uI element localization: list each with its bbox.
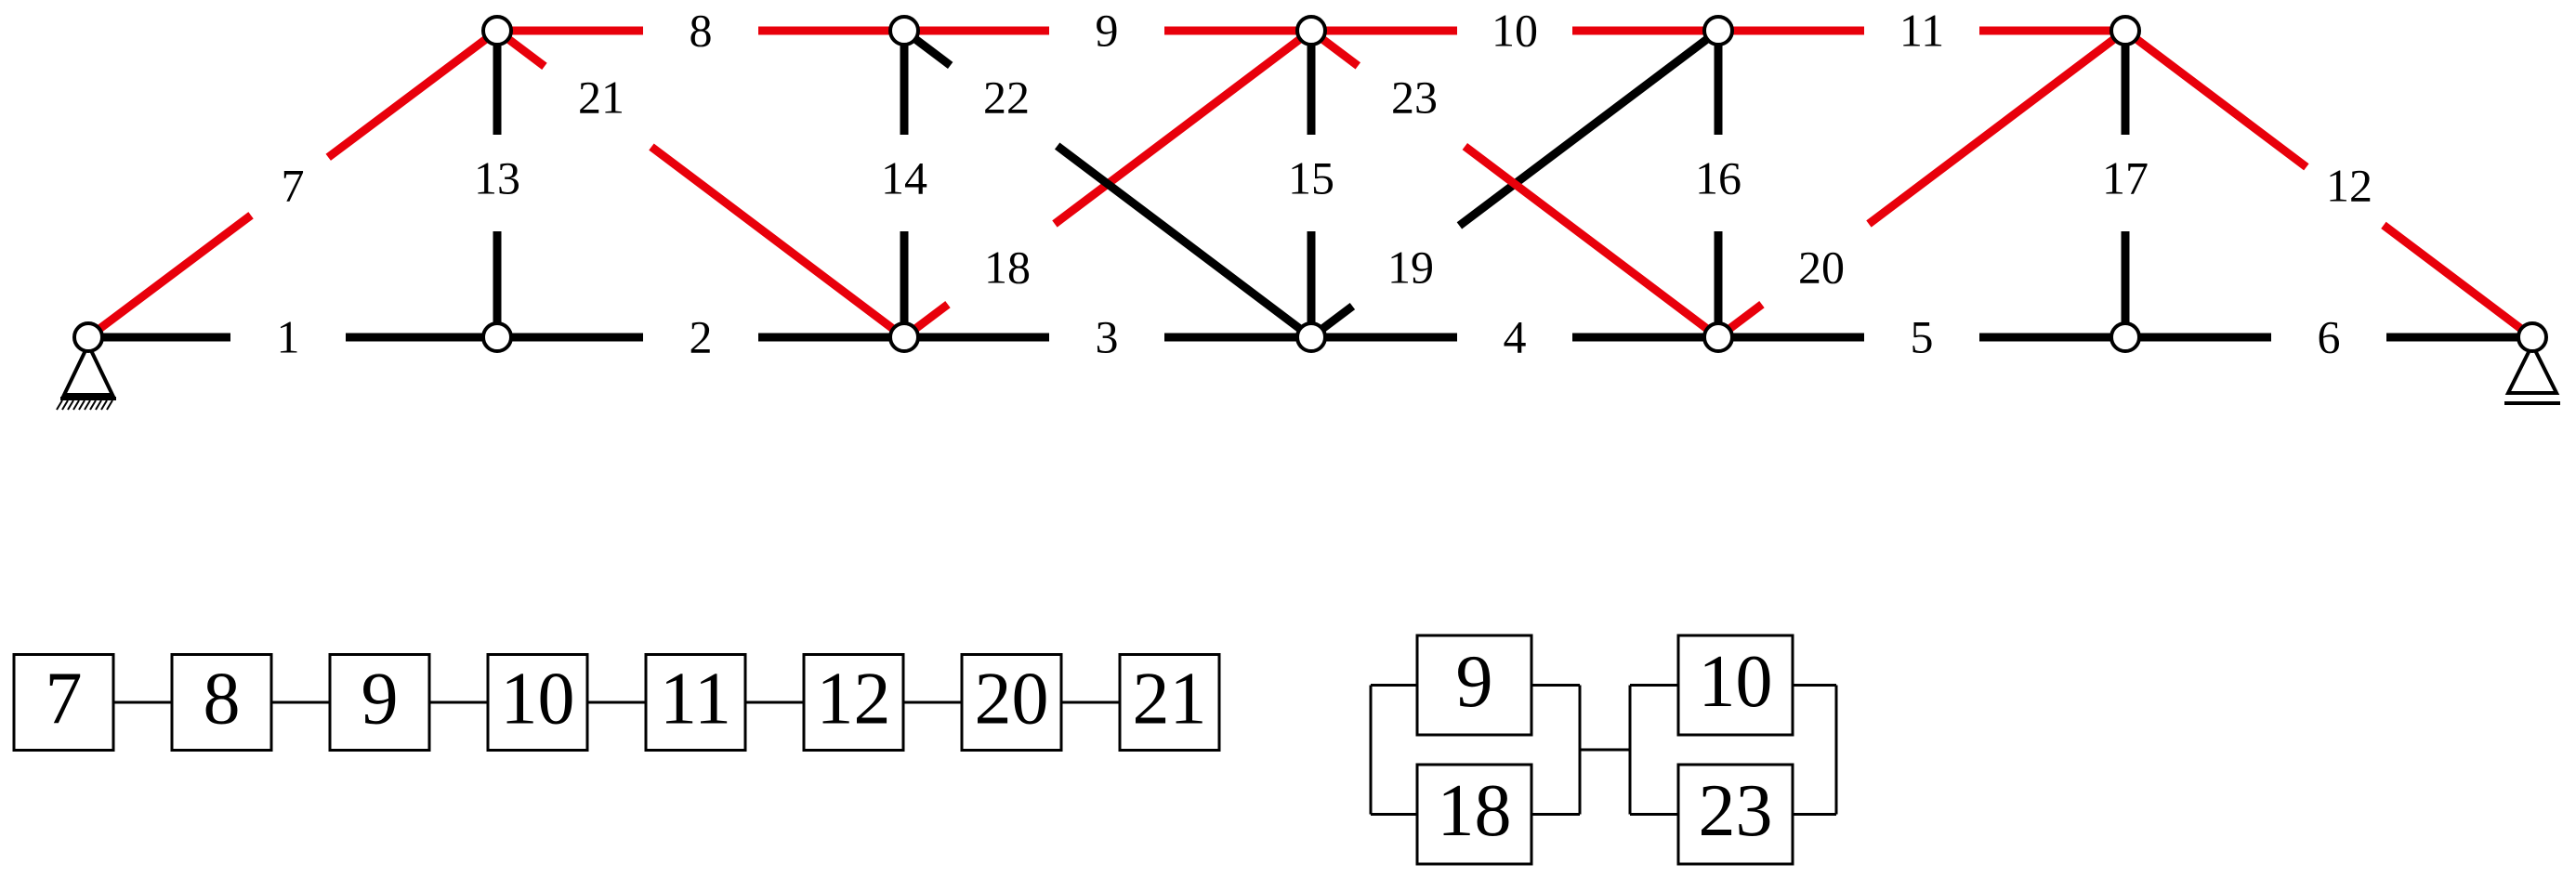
joint-node (1295, 321, 1327, 353)
member-18-segment (1052, 27, 1314, 228)
member-22-segment (1054, 142, 1314, 341)
series-block-7 (12, 653, 115, 752)
member-21-segment (649, 143, 907, 341)
member-label: 10 (1492, 4, 1538, 56)
series-block-10 (486, 653, 589, 752)
joint-node (2109, 15, 2141, 46)
member-label: 11 (1899, 4, 1944, 56)
series-block-label: 20 (975, 658, 1049, 740)
member-label: 7 (282, 159, 305, 211)
joint-node (481, 15, 513, 46)
joint-node (2517, 321, 2548, 353)
series-block-label: 21 (1133, 658, 1207, 740)
joint-node (888, 321, 920, 353)
member-label: 20 (1798, 241, 1845, 293)
parallel-block-label: 10 (1699, 641, 1773, 723)
member-label: 19 (1387, 241, 1434, 293)
series-block-9 (328, 653, 431, 752)
member-label: 8 (690, 4, 713, 56)
member-label: 21 (578, 71, 624, 123)
member-7-segment (85, 212, 254, 341)
member-label: 14 (881, 151, 927, 203)
member-label: 15 (1288, 151, 1334, 203)
series-block-label: 12 (817, 658, 891, 740)
series-block-label: 9 (361, 658, 399, 740)
member-label: 1 (277, 310, 300, 362)
member-label: 12 (2326, 159, 2372, 211)
ground-hatch (72, 399, 80, 411)
pinned-support-icon (60, 340, 116, 397)
member-label: 22 (983, 71, 1030, 123)
parallel-block-23 (1676, 763, 1794, 866)
member-label: 6 (2318, 310, 2341, 362)
member-12-segment (2381, 221, 2535, 341)
member-7-segment (325, 27, 500, 161)
parallel-block-9 (1415, 634, 1533, 737)
member-label: 16 (1695, 151, 1741, 203)
ground-hatch (89, 399, 97, 411)
joint-node (1295, 15, 1327, 46)
series-block-label: 8 (204, 658, 241, 740)
member-label: 9 (1096, 4, 1119, 56)
ground-hatch (100, 399, 108, 411)
series-block-label: 7 (46, 658, 83, 740)
member-label: 13 (474, 151, 520, 203)
ground-hatch (56, 399, 63, 411)
member-label: 3 (1096, 310, 1119, 362)
ground-hatch (67, 399, 74, 411)
parallel-block-10 (1676, 634, 1794, 737)
joint-node (72, 321, 104, 353)
ground-hatch (95, 399, 102, 411)
ground-hatch (61, 399, 69, 411)
ground-hatch (84, 399, 91, 411)
series-block-label: 11 (660, 658, 731, 740)
joint-node (888, 15, 920, 46)
ground-hatch (106, 399, 113, 411)
member-label: 18 (984, 241, 1031, 293)
series-block-label: 10 (501, 658, 575, 740)
joint-node (1702, 15, 1734, 46)
parallel-block-18 (1415, 763, 1533, 866)
member-label: 5 (1911, 310, 1934, 362)
member-19-segment (1456, 27, 1721, 229)
parallel-block-label: 23 (1699, 770, 1773, 852)
joint-node (481, 321, 513, 353)
ground-hatch (78, 399, 85, 411)
series-block-21 (1118, 653, 1221, 752)
member-23-segment (1462, 142, 1721, 341)
parallel-block-label: 18 (1438, 770, 1512, 852)
member-label: 2 (690, 310, 713, 362)
roller-support-icon (2504, 340, 2560, 395)
member-20-segment (1866, 27, 2128, 228)
member-label: 17 (2102, 151, 2149, 203)
member-label: 23 (1391, 71, 1438, 123)
series-block-20 (960, 653, 1063, 752)
joint-node (2109, 321, 2141, 353)
series-block-8 (170, 653, 273, 752)
parallel-block-label: 9 (1456, 641, 1493, 723)
joint-node (1702, 321, 1734, 353)
member-label: 4 (1504, 310, 1527, 362)
member-12-segment (2123, 27, 2309, 171)
